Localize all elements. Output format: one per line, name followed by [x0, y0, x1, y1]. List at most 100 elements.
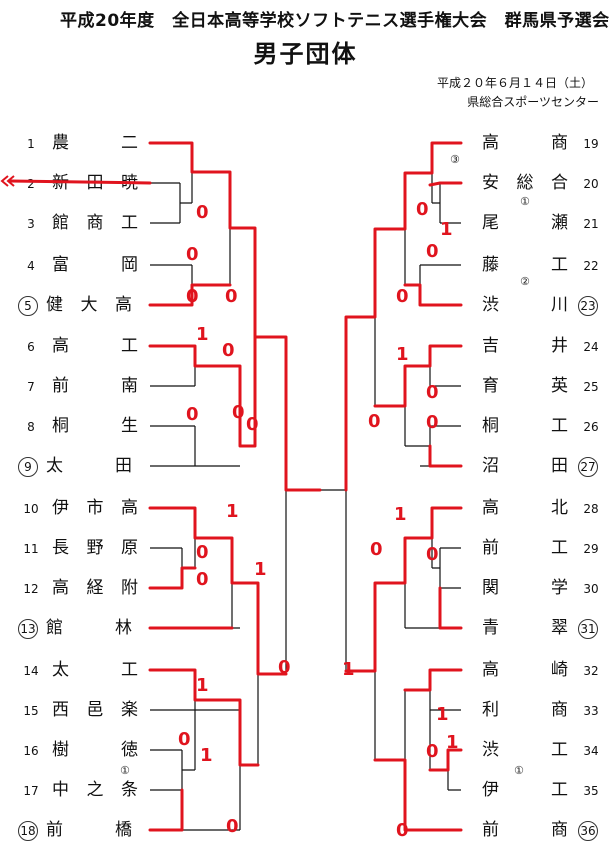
team-name: 渋川	[482, 295, 568, 315]
team-row: 6 高工	[18, 334, 138, 358]
team-name: 高北	[482, 498, 568, 518]
score-mark: 1	[446, 732, 459, 753]
match-scores: 0 0 0 0 1 0 0 0 0 1 0 0 1 1 0 1 0 0 0 1 …	[178, 199, 459, 841]
score-mark: 0	[396, 286, 409, 307]
team-row: 桐工 26	[482, 414, 604, 438]
team-name: 館商工	[52, 213, 138, 233]
team-name: 伊市高	[52, 498, 138, 518]
team-name: 前橋	[46, 820, 132, 840]
team-name: 吉井	[482, 336, 568, 356]
team-row: 12 高経附	[18, 576, 138, 600]
team-seed: 11	[23, 542, 39, 556]
team-row: 吉井 24	[482, 334, 604, 358]
team-seed: 36	[578, 821, 598, 841]
team-row: 沼田 27	[482, 454, 598, 478]
score-mark: 0	[196, 569, 209, 590]
score-mark: 0	[226, 816, 239, 837]
team-seed: 29	[583, 542, 599, 556]
team-name: 高経附	[52, 578, 138, 598]
score-mark: 0	[186, 286, 199, 307]
team-name: 藤工	[482, 255, 568, 275]
score-mark: 1	[436, 704, 449, 725]
team-seed: 7	[27, 380, 35, 394]
score-mark: 0	[178, 729, 191, 750]
score-mark: 1	[440, 219, 453, 240]
event-venue: 県総合スポーツセンター	[467, 95, 599, 109]
team-name: 西邑楽	[52, 700, 138, 720]
team-seed: 3	[27, 217, 35, 231]
score-mark: 1	[254, 559, 267, 580]
team-seed: 10	[23, 502, 39, 516]
team-seed: 33	[583, 704, 599, 718]
annotation-mark: ③	[450, 153, 460, 166]
score-mark: 0	[246, 414, 259, 435]
team-name: 富岡	[52, 255, 138, 275]
annotation-mark: ②	[520, 275, 530, 288]
score-mark: 0	[426, 241, 439, 262]
team-name: 高崎	[482, 660, 568, 680]
team-name: 沼田	[482, 456, 568, 476]
team-name: 高工	[52, 336, 138, 356]
score-mark: 0	[370, 539, 383, 560]
team-seed: 31	[578, 619, 598, 639]
score-mark: 1	[342, 659, 355, 680]
team-name: 高商	[482, 133, 568, 153]
score-mark: 0	[232, 402, 245, 423]
team-name: 樹徳	[52, 740, 138, 760]
annotation-mark: ①	[120, 764, 130, 777]
score-mark: 1	[200, 745, 213, 766]
team-seed: 27	[578, 457, 598, 477]
team-name: 安総合	[482, 173, 568, 193]
team-seed: 35	[583, 784, 599, 798]
team-name: 関学	[482, 578, 568, 598]
team-seed: 26	[583, 420, 599, 434]
event-date: 平成２０年６月１４日（土）	[436, 76, 593, 90]
team-seed: 8	[27, 420, 35, 434]
team-seed: 24	[583, 340, 599, 354]
team-row: 3 館商工	[18, 211, 138, 235]
team-seed: 23	[578, 296, 598, 316]
score-mark: 0	[278, 657, 291, 678]
team-row: 15 西邑楽	[18, 698, 138, 722]
team-seed: 6	[27, 340, 35, 354]
team-seed: 20	[583, 177, 599, 191]
score-mark: 0	[426, 741, 439, 762]
team-name: 健大高	[46, 295, 132, 315]
team-seed: 34	[583, 744, 599, 758]
team-name: 桐工	[482, 416, 568, 436]
team-seed: 21	[583, 217, 599, 231]
score-mark: 0	[396, 820, 409, 841]
tournament-title: 平成20年度 全日本高等学校ソフトテニス選手権大会 群馬県予選会	[60, 11, 610, 31]
team-seed: 19	[583, 137, 599, 151]
red-pen-lines	[8, 141, 463, 832]
team-seed: 17	[23, 784, 39, 798]
team-name: 太工	[52, 660, 138, 680]
team-seed: 13	[18, 619, 38, 639]
team-seed: 9	[18, 457, 38, 477]
score-mark: 1	[394, 504, 407, 525]
team-seed: 12	[23, 582, 39, 596]
score-mark: 0	[416, 199, 429, 220]
score-mark: 0	[222, 340, 235, 361]
team-name: 尾瀬	[482, 213, 568, 233]
team-seed: 16	[23, 744, 39, 758]
team-row: 16 樹徳	[18, 738, 138, 762]
team-row: 前工 29	[482, 536, 604, 560]
team-name: 前工	[482, 538, 568, 558]
score-mark: 1	[396, 344, 409, 365]
score-mark: 0	[196, 202, 209, 223]
team-row: 10 伊市高	[18, 496, 138, 520]
team-name: 青翠	[482, 618, 568, 638]
team-seed: 15	[23, 704, 39, 718]
